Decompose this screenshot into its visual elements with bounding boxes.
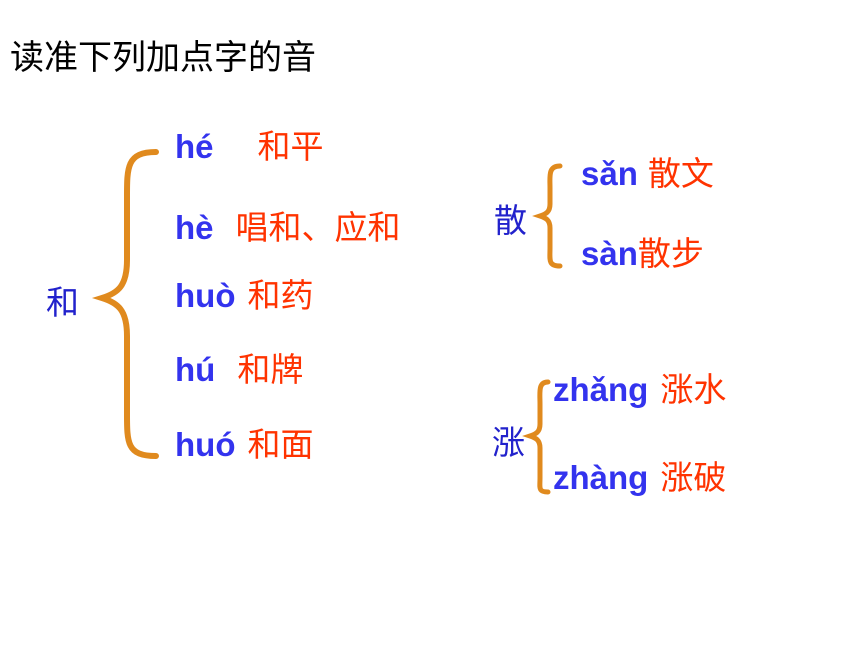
example-word: 和药 xyxy=(247,276,314,315)
example-word: 散文 xyxy=(647,154,714,193)
pinyin: huò xyxy=(175,277,236,314)
brace-san xyxy=(532,163,563,269)
pinyin: hè xyxy=(175,209,214,246)
example-word: 和平 xyxy=(257,127,324,166)
page-title: 读准下列加点字的音 xyxy=(10,38,316,78)
group-char-zhang: 涨 xyxy=(492,423,525,462)
group-char-he: 和 xyxy=(46,283,79,322)
example-word: 唱和、应和 xyxy=(235,208,401,247)
example-word: 和牌 xyxy=(237,350,304,389)
reading-row: hé 和平 xyxy=(175,127,324,167)
pinyin: sàn xyxy=(581,235,638,272)
reading-row: huó 和面 xyxy=(175,425,313,465)
reading-row: hú 和牌 xyxy=(175,350,303,390)
reading-row: zhǎng 涨水 xyxy=(553,370,726,410)
reading-row: hè 唱和、应和 xyxy=(175,208,401,248)
brace-zhang xyxy=(522,379,551,495)
pinyin: zhàng xyxy=(553,459,649,496)
example-word: 和面 xyxy=(247,425,314,464)
group-char-san: 散 xyxy=(494,201,527,240)
example-word: 涨水 xyxy=(660,370,727,409)
pinyin: zhǎng xyxy=(553,371,649,408)
pinyin: hé xyxy=(175,128,214,165)
brace-he xyxy=(91,149,159,459)
pinyin: hú xyxy=(175,351,216,388)
pinyin: huó xyxy=(175,426,236,463)
pinyin: sǎn xyxy=(581,155,638,192)
reading-row: huò 和药 xyxy=(175,276,313,316)
example-word: 散步 xyxy=(637,234,704,273)
example-word: 涨破 xyxy=(660,458,727,497)
reading-row: zhàng 涨破 xyxy=(553,458,726,498)
reading-row: sàn散步 xyxy=(581,234,704,274)
